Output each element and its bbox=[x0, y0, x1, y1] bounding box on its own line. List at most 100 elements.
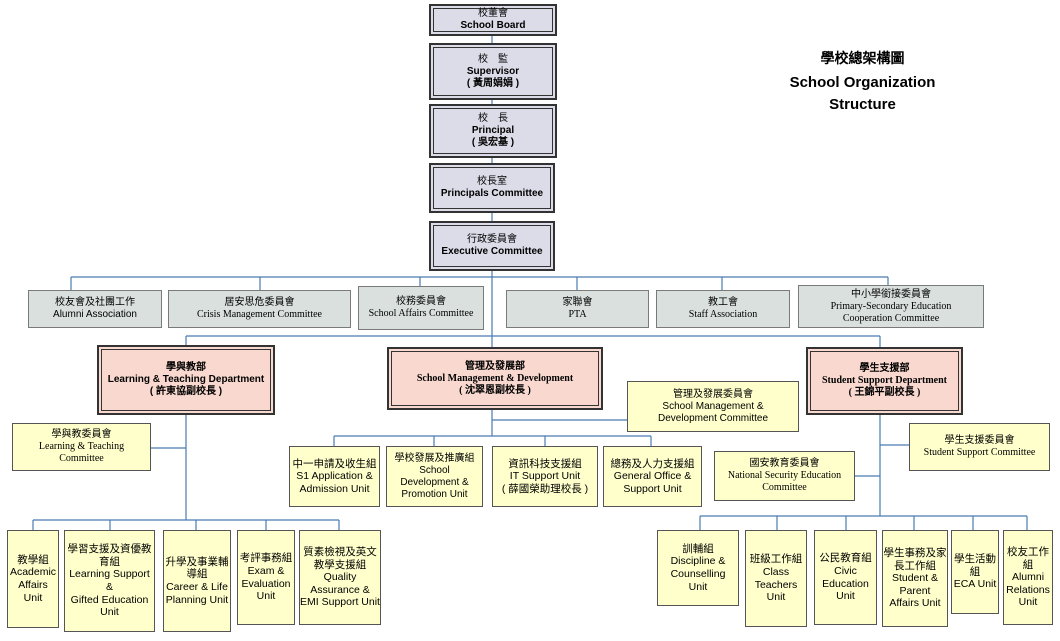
academic-affairs-unit: 教學組 Academic Affairs Unit bbox=[7, 530, 59, 628]
unit-en-2: Planning Unit bbox=[165, 593, 229, 606]
unit-en-3: EMI Support Unit bbox=[300, 596, 380, 609]
unit-en-2: Assurance & bbox=[310, 583, 370, 596]
unit-zh-2: 組 bbox=[1022, 558, 1034, 571]
principal-note: ( 吳宏基 ) bbox=[471, 137, 515, 148]
student-support-dept-zh: 學生支援部 bbox=[859, 363, 910, 374]
unit-zh: 資訊科技支援組 bbox=[508, 457, 582, 470]
learning-teaching-dept-note: ( 許東協副校長 ) bbox=[149, 386, 223, 397]
unit-en: General Office & bbox=[613, 470, 692, 483]
unit-en-3: Unit bbox=[256, 590, 276, 603]
alumni-association-zh: 校友會及社團工作 bbox=[55, 297, 135, 308]
executive-committee-zh: 行政委員會 bbox=[467, 234, 517, 245]
unit-en: Quality bbox=[323, 571, 357, 584]
student-support-dept-en: Student Support Department bbox=[821, 375, 947, 386]
unit-en: ECA Unit bbox=[953, 578, 997, 591]
principals-committee-en: Principals Committee bbox=[440, 188, 544, 199]
management-committee-zh: 管理及發展委員會 bbox=[673, 388, 753, 400]
quality-assurance-unit: 質素檢視及英文 教學支援組 Quality Assurance & EMI Su… bbox=[299, 530, 381, 625]
unit-zh: 考評事務組 bbox=[239, 552, 293, 565]
class-teachers-unit: 班級工作組 Class Teachers Unit bbox=[745, 530, 807, 627]
discipline-counselling-unit: 訓輔組 Discipline & Counselling Unit bbox=[657, 530, 739, 606]
alumni-association-box: 校友會及社團工作 Alumni Association bbox=[28, 290, 162, 328]
unit-en: Discipline & bbox=[670, 555, 726, 568]
learning-teaching-committee-zh: 學與教委員會 bbox=[51, 429, 112, 440]
unit-en-2: Relations bbox=[1006, 583, 1050, 596]
unit-zh: 教學組 bbox=[17, 553, 49, 566]
student-support-dept-box: 學生支援部 Student Support Department ( 王錦平副校… bbox=[806, 347, 963, 415]
unit-zh-2: 長工作組 bbox=[894, 559, 936, 572]
student-support-committee-box: 學生支援委員會 Student Support Committee bbox=[909, 423, 1050, 471]
unit-zh-2: 教學支援組 bbox=[313, 558, 367, 571]
unit-en: Career & Life bbox=[166, 581, 228, 593]
student-support-dept-note: ( 王錦平副校長 ) bbox=[848, 387, 921, 398]
unit-en-3: Unit bbox=[1018, 596, 1038, 609]
management-committee-en-2: Development Committee bbox=[657, 412, 769, 424]
unit-zh: 學生事務及家 bbox=[883, 547, 947, 560]
general-office-unit: 總務及人力支援組 General Office & Support Unit bbox=[603, 446, 702, 507]
learning-teaching-committee-box: 學與教委員會 Learning & Teaching Committee bbox=[12, 423, 151, 471]
unit-zh: 訓輔組 bbox=[682, 542, 714, 555]
learning-teaching-dept-en: Learning & Teaching Department bbox=[107, 374, 265, 385]
unit-en: School bbox=[419, 464, 450, 476]
unit-zh: 公民教育組 bbox=[819, 552, 872, 565]
principal-en: Principal bbox=[471, 125, 515, 136]
unit-zh: 中一申請及收生組 bbox=[292, 457, 377, 470]
unit-zh-2: 組 bbox=[969, 565, 981, 578]
supervisor-note: ( 黃周娟娟 ) bbox=[466, 77, 520, 89]
career-life-planning-unit: 升學及事業輔 導組 Career & Life Planning Unit bbox=[163, 530, 231, 632]
unit-en: Student & bbox=[891, 572, 939, 585]
school-board-zh: 校董會 bbox=[478, 8, 508, 19]
unit-en: Civic bbox=[834, 564, 857, 577]
supervisor-box: 校 監 Supervisor ( 黃周娟娟 ) bbox=[429, 43, 557, 100]
unit-en-2: Evaluation bbox=[241, 577, 291, 590]
school-board-en: School Board bbox=[460, 20, 526, 31]
unit-zh-2: 育組 bbox=[99, 555, 120, 568]
student-support-committee-en: Student Support Committee bbox=[923, 447, 1036, 458]
school-development-unit: 學校發展及推廣組 School Development & Promotion … bbox=[386, 446, 483, 507]
school-affairs-zh: 校務委員會 bbox=[396, 296, 446, 307]
unit-zh: 班級工作組 bbox=[749, 553, 803, 566]
unit-en-2: Development & bbox=[400, 476, 469, 488]
unit-en-3: Unit bbox=[688, 580, 708, 593]
national-security-committee-en: National Security Education bbox=[727, 470, 842, 481]
unit-note: ( 薛國榮助理校長 ) bbox=[501, 482, 589, 495]
executive-committee-box: 行政委員會 Executive Committee bbox=[429, 221, 555, 271]
unit-zh: 質素檢視及英文 bbox=[303, 546, 377, 559]
eca-unit: 學生活動 組 ECA Unit bbox=[951, 530, 999, 614]
management-dept-box: 管理及發展部 School Management & Development (… bbox=[387, 347, 603, 410]
school-affairs-box: 校務委員會 School Affairs Committee bbox=[358, 286, 484, 330]
staff-association-en: Staff Association bbox=[688, 309, 758, 320]
chart-title: 學校總架構圖 School Organization Structure bbox=[760, 48, 965, 113]
crisis-management-en: Crisis Management Committee bbox=[197, 309, 322, 320]
national-security-committee-en-2: Committee bbox=[762, 482, 807, 493]
principals-committee-zh: 校長室 bbox=[477, 176, 507, 187]
unit-en-3: Unit bbox=[766, 591, 786, 604]
unit-en-2: Teachers bbox=[754, 578, 798, 591]
unit-en: S1 Application & bbox=[296, 470, 373, 483]
student-parent-affairs-unit: 學生事務及家 長工作組 Student & Parent Affairs Uni… bbox=[882, 530, 948, 627]
unit-en-3: Promotion Unit bbox=[401, 488, 468, 500]
learning-support-unit: 學習支援及資優教 育組 Learning Support & Gifted Ed… bbox=[64, 530, 155, 632]
chart-title-en-1: School Organization bbox=[789, 74, 936, 91]
unit-en: Class bbox=[762, 565, 790, 578]
unit-en-2: Education bbox=[822, 577, 869, 590]
management-dept-zh: 管理及發展部 bbox=[465, 360, 525, 372]
principals-committee-box: 校長室 Principals Committee bbox=[429, 163, 555, 213]
unit-en-3: Unit bbox=[100, 606, 119, 619]
unit-en: Academic bbox=[9, 566, 57, 579]
learning-teaching-committee-en-2: Committee bbox=[59, 453, 104, 464]
primary-secondary-en-2: Cooperation Committee bbox=[842, 312, 940, 324]
learning-teaching-committee-en: Learning & Teaching bbox=[38, 441, 125, 452]
unit-zh: 校友工作 bbox=[1007, 546, 1049, 559]
unit-en-2: Admission Unit bbox=[299, 482, 370, 495]
primary-secondary-en: Primary-Secondary Education bbox=[830, 300, 952, 312]
unit-zh: 升學及事業輔 bbox=[165, 555, 229, 568]
crisis-management-box: 居安思危委員會 Crisis Management Committee bbox=[168, 290, 351, 328]
civic-education-unit: 公民教育組 Civic Education Unit bbox=[814, 530, 877, 625]
staff-association-box: 教工會 Staff Association bbox=[656, 290, 790, 328]
unit-zh: 學習支援及資優教 bbox=[67, 543, 152, 556]
principal-zh: 校 長 bbox=[478, 113, 508, 124]
management-dept-note: ( 沈翠恩副校長 ) bbox=[459, 384, 531, 396]
learning-teaching-dept-zh: 學與教部 bbox=[166, 362, 206, 373]
staff-association-zh: 教工會 bbox=[708, 297, 738, 308]
